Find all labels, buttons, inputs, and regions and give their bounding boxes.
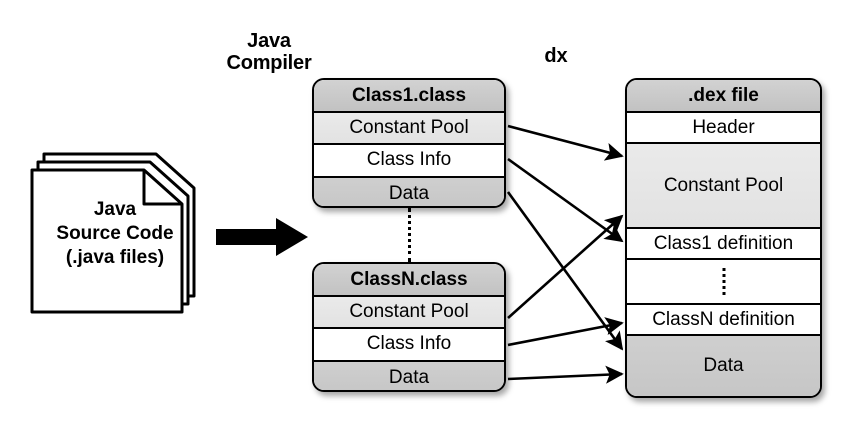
arrow-classn-constantpool-to-dex-constantpool	[507, 214, 624, 319]
arrow-class1-data-to-dex-data	[506, 191, 624, 351]
dex-header: .dex file	[627, 80, 820, 113]
java-source-code-label: Java Source Code (.java files)	[56, 199, 174, 268]
java-source-code-stack: Java Source Code (.java files)	[28, 146, 218, 326]
classn-row-data: Data	[314, 361, 504, 390]
classn-row-constant-pool: Constant Pool	[314, 297, 504, 330]
arrow-classn-data-to-dex-data	[507, 365, 624, 384]
class1-row-constant-pool: Constant Pool	[314, 113, 504, 146]
classn-row-class-info: Class Info	[314, 329, 504, 362]
arrow-class1-classinfo-to-dex-class1def	[507, 157, 624, 243]
dex-row-header: Header	[627, 113, 820, 144]
dex-row-constant-pool: Constant Pool	[627, 144, 820, 229]
arrow-classn-classinfo-to-dex-classndef	[507, 317, 624, 347]
dx-label: dx	[544, 45, 568, 67]
arrow-class1-constantpool-to-dex-constantpool	[507, 124, 624, 161]
class1-class-box[interactable]: Class1.class Constant Pool Class Info Da…	[312, 78, 506, 208]
java-compiler-label: Java Compiler	[226, 30, 312, 75]
classn-header: ClassN.class	[314, 264, 504, 297]
compile-arrow-icon	[216, 218, 308, 256]
classn-class-box[interactable]: ClassN.class Constant Pool Class Info Da…	[312, 262, 506, 392]
dex-file-box[interactable]: .dex file Header Constant Pool Class1 de…	[625, 78, 822, 398]
class1-row-data: Data	[314, 177, 504, 206]
dex-row-ellipsis	[627, 260, 820, 305]
class1-row-class-info: Class Info	[314, 145, 504, 178]
document-stack-icon	[30, 152, 196, 314]
dex-row-class1-definition: Class1 definition	[627, 229, 820, 260]
class-ellipsis-connector	[408, 208, 411, 262]
dex-row-classn-definition: ClassN definition	[627, 305, 820, 336]
dex-row-data: Data	[627, 336, 820, 396]
class1-header: Class1.class	[314, 80, 504, 113]
